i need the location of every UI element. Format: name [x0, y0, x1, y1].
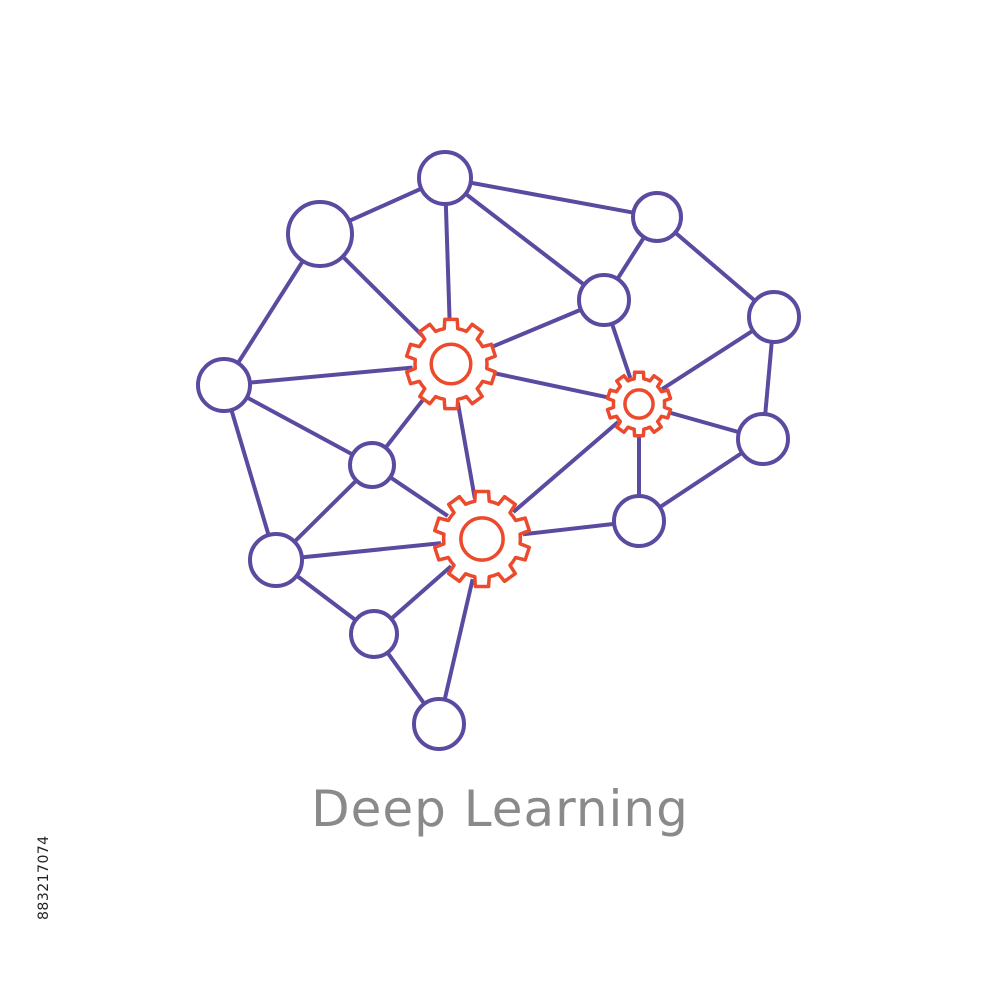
circle-node-icon [348, 441, 396, 489]
diagram-caption: Deep Learning [311, 780, 689, 838]
gear-icon [605, 370, 673, 438]
network-edge [222, 383, 374, 467]
gear-outline [432, 489, 532, 589]
gear-hub [459, 516, 505, 562]
circle-node-icon [412, 697, 466, 751]
circle-node-icon [248, 532, 304, 588]
circle-node-icon [196, 357, 252, 413]
side-id-text: 883217074 [36, 835, 52, 920]
circle-node-icon [612, 494, 666, 548]
gear-outline [404, 317, 498, 411]
circle-node-icon [747, 290, 801, 344]
network-gears [404, 317, 673, 589]
circle-node-icon [349, 609, 399, 659]
network-nodes [196, 150, 801, 751]
gear-icon [404, 317, 498, 411]
gear-hub [429, 342, 473, 386]
network-edge [222, 383, 278, 562]
gear-outline [605, 370, 673, 438]
gear-icon [432, 489, 532, 589]
circle-node-icon [417, 150, 473, 206]
network-edge [443, 176, 659, 219]
circle-node-icon [631, 191, 683, 243]
circle-node-icon [286, 200, 354, 268]
gear-hub [623, 388, 655, 420]
network-edge [443, 176, 606, 302]
circle-node-icon [577, 273, 631, 327]
circle-node-icon [736, 412, 790, 466]
